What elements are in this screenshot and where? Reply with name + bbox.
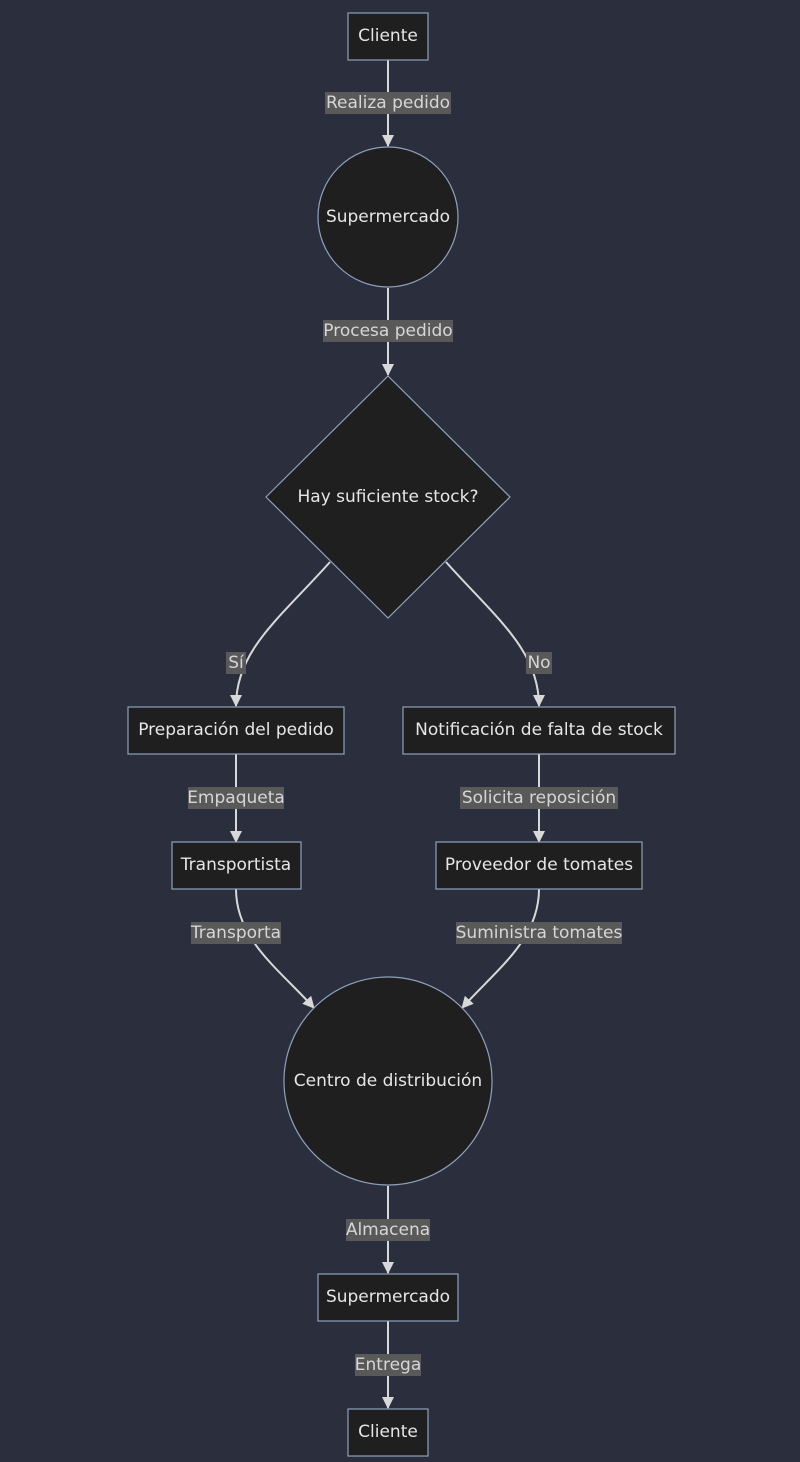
svg-text:Transporta: Transporta	[190, 923, 281, 943]
svg-text:Realiza pedido: Realiza pedido	[326, 93, 450, 113]
node-cliente-top: Cliente	[347, 12, 429, 61]
edge-label-solicita: Solicita reposición	[460, 787, 618, 809]
edge-label-transporta: Transporta	[190, 922, 281, 944]
svg-text:Centro de distribución: Centro de distribución	[294, 1071, 482, 1091]
edge-si	[230, 561, 331, 707]
svg-text:Almacena: Almacena	[346, 1220, 430, 1240]
edge-label-no: No	[526, 652, 552, 674]
svg-text:Preparación del pedido: Preparación del pedido	[138, 720, 334, 740]
svg-text:Supermercado: Supermercado	[326, 207, 450, 227]
edge-transporta	[235, 888, 315, 1009]
edge-label-empaqueta: Empaqueta	[187, 787, 285, 809]
svg-text:Entrega: Entrega	[355, 1355, 421, 1375]
edge-label-almacena: Almacena	[346, 1219, 430, 1241]
node-transportista: Transportista	[171, 841, 302, 890]
node-preparacion: Preparación del pedido	[127, 706, 345, 755]
svg-text:Supermercado: Supermercado	[326, 1287, 450, 1307]
edge-label-realiza-pedido: Realiza pedido	[325, 92, 451, 114]
edge-label-entrega: Entrega	[355, 1354, 421, 1376]
svg-text:Cliente: Cliente	[358, 26, 418, 46]
svg-text:Proveedor de tomates: Proveedor de tomates	[445, 855, 633, 875]
node-notificacion: Notificación de falta de stock	[402, 706, 676, 755]
svg-text:Sí: Sí	[228, 653, 245, 673]
node-stock-decision: Hay suficiente stock?	[265, 375, 511, 619]
node-supermercado-circle: Supermercado	[317, 146, 459, 288]
svg-text:Procesa pedido: Procesa pedido	[323, 321, 452, 341]
svg-text:Notificación de falta de stock: Notificación de falta de stock	[415, 720, 663, 740]
edge-suministra	[461, 888, 540, 1009]
node-centro: Centro de distribución	[283, 976, 493, 1186]
svg-text:Transportista: Transportista	[180, 855, 291, 875]
svg-text:Cliente: Cliente	[358, 1422, 418, 1442]
svg-text:No: No	[527, 653, 550, 673]
node-supermercado-box: Supermercado	[317, 1273, 459, 1322]
node-proveedor: Proveedor de tomates	[435, 841, 643, 890]
edge-label-suministra: Suministra tomates	[456, 922, 623, 944]
edge-label-procesa-pedido: Procesa pedido	[323, 320, 453, 342]
svg-text:Suministra tomates: Suministra tomates	[456, 923, 623, 943]
svg-text:Solicita reposición: Solicita reposición	[462, 788, 616, 808]
svg-text:Empaqueta: Empaqueta	[187, 788, 285, 808]
node-cliente-bottom: Cliente	[347, 1408, 429, 1457]
svg-text:Hay suficiente stock?: Hay suficiente stock?	[298, 487, 479, 507]
edge-no	[445, 561, 545, 707]
edge-label-si: Sí	[226, 652, 246, 674]
